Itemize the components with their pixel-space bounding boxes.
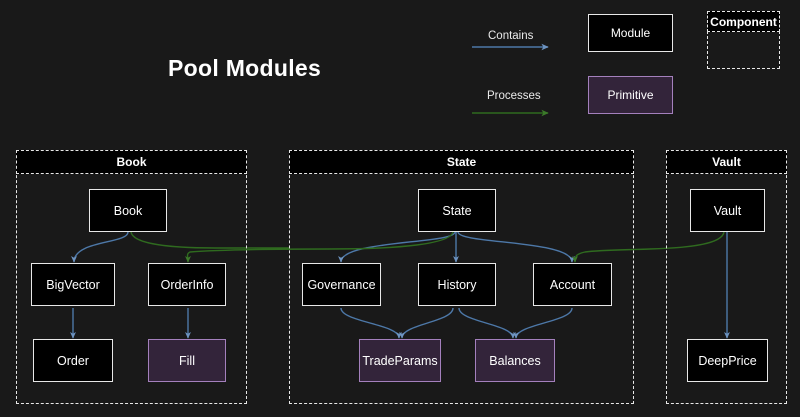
node-tradeparams[interactable]: TradeParams <box>359 339 441 382</box>
container-state-title: State <box>289 150 634 174</box>
container-vault-title: Vault <box>666 150 787 174</box>
node-account[interactable]: Account <box>533 263 612 306</box>
legend-label-processes: Processes <box>487 90 541 102</box>
container-book-title: Book <box>16 150 247 174</box>
legend-arrow-contains <box>472 43 549 51</box>
node-balances[interactable]: Balances <box>475 339 555 382</box>
node-book[interactable]: Book <box>89 189 167 232</box>
node-state[interactable]: State <box>418 189 496 232</box>
node-deepprice[interactable]: DeepPrice <box>687 339 768 382</box>
node-order[interactable]: Order <box>33 339 113 382</box>
node-orderinfo[interactable]: OrderInfo <box>148 263 226 306</box>
legend-arrow-processes <box>472 109 549 117</box>
legend-component-title: Component <box>707 11 780 32</box>
legend-node-module: Module <box>588 14 673 52</box>
node-fill[interactable]: Fill <box>148 339 226 382</box>
node-vault[interactable]: Vault <box>690 189 765 232</box>
page-title: Pool Modules <box>168 55 322 81</box>
node-history[interactable]: History <box>418 263 496 306</box>
legend-label-contains: Contains <box>488 30 534 42</box>
node-bigvector[interactable]: BigVector <box>31 263 115 306</box>
node-governance[interactable]: Governance <box>302 263 381 306</box>
legend-node-primitive: Primitive <box>588 76 673 114</box>
